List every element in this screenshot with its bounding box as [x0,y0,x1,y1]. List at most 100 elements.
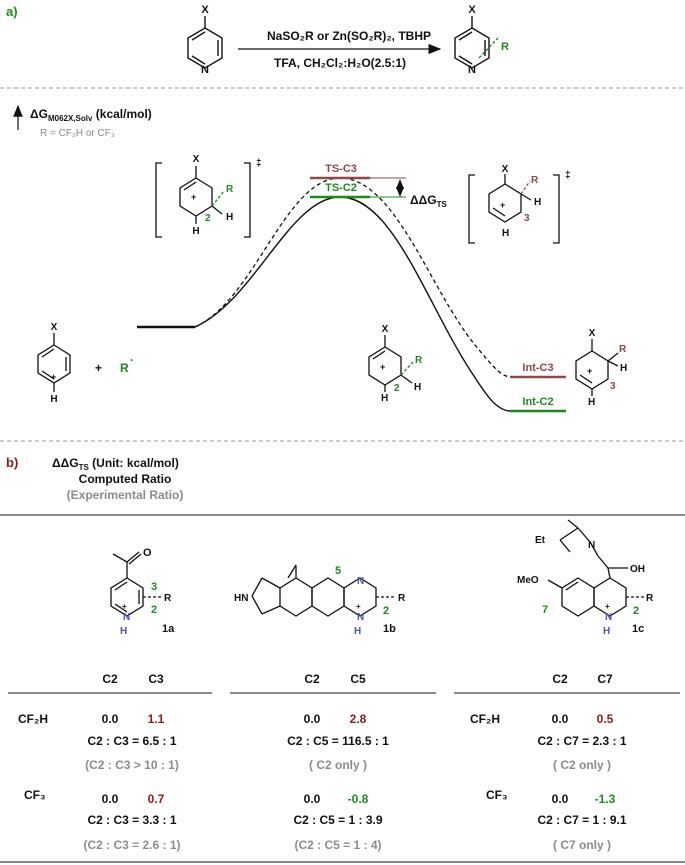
int-c2-pos: 2 [394,383,400,394]
ts-c2-structure [155,162,251,238]
1a-charge: + [122,602,127,611]
ratio-1c-cf2h: C2 : C7 = 2.3 : 1 [537,734,626,748]
1a-pos2: 2 [151,604,157,616]
int-c2-h: H [414,382,421,393]
pyridine-product [454,16,490,69]
row-1a-cf3-sub: CF₃ [24,788,46,802]
int-c3-r: R [619,344,627,355]
energy-axis-label: ΔGM062X,Solv (kcal/mol) [30,107,152,123]
radical-r: R [120,361,129,375]
product-r: R [501,41,509,53]
row-1c-cf2h-sub: CF₂H [470,712,500,726]
panel-b-label: b) [6,455,18,470]
ts-c3-charge: + [500,200,505,210]
val-1a-cf2h-c2: 0.0 [102,712,119,726]
1b-n-bottom: N [357,612,364,623]
int-c3-charge: + [587,366,592,376]
col-1c-c7: C7 [597,672,613,686]
reactant-ion-h: H [50,394,57,405]
ts-c3-dagger: ‡ [565,170,571,181]
reactant-x: X [201,4,209,16]
1c-h: H [603,626,610,637]
compound-1b-structure [251,564,377,617]
int-c2-structure [368,335,413,392]
val-1c-cf3-c7: -1.3 [595,792,616,806]
val-1c-cf2h-c2: 0.0 [552,712,569,726]
row-1a-cf2h-sub: CF₂H [18,712,48,726]
1b-r: R [398,593,406,604]
int-c2-x: X [382,324,389,335]
1a-r: R [164,593,172,604]
col-1c-c2: C2 [552,672,568,686]
exp-1c-cf3: ( C7 only ) [553,838,611,852]
1b-pos5: 5 [335,565,341,577]
row-1c-cf3-sub: CF₃ [486,788,508,802]
val-1b-cf3-c2: 0.0 [304,792,321,806]
ts-c3-x: X [502,164,509,175]
ts-c2-x: X [193,154,200,165]
col-1b-c2: C2 [304,672,320,686]
val-1a-cf2h-c3: 1.1 [148,712,165,726]
1c-charge: + [605,602,610,611]
product-x: X [468,4,476,16]
ts-c2-r: R [226,184,234,195]
ts-c3-structure [468,174,560,244]
int-c3-h: H [620,363,627,374]
ts-c2-h: H [192,226,199,237]
ts-c2-r-bond [211,190,225,207]
ts-c3-r: R [531,175,539,186]
int-c3-pos: 3 [610,381,616,392]
1b-hn: HN [234,593,248,604]
1b-pos2: 2 [383,605,389,617]
int-c2-r-bond [400,361,414,376]
c3-pathway-curve [194,177,511,378]
val-1b-cf2h-c2: 0.0 [304,712,321,726]
c2-pathway-curve [194,196,511,412]
exp-1a-cf2h: (C2 : C3 > 10 : 1) [85,758,179,772]
ts-c3-h2: H [502,228,509,239]
r-group-note: R = CF₂H or CF₃ [40,128,115,139]
val-1c-cf2h-c7: 0.5 [597,712,614,726]
ts-c3-pos: 3 [524,213,530,224]
exp-1a-cf3: (C2 : C3 = 2.6 : 1) [83,838,180,852]
1c-pos2: 2 [633,605,639,617]
col-1b-c5: C5 [350,672,366,686]
reagents-line-2: TFA, CH₂Cl₂:H₂O(2.5:1) [274,56,406,70]
reagents-line-1: NaSO₂R or Zn(SO₂R)₂, TBHP [267,29,431,43]
ts-c3-label: TS-C3 [325,163,357,175]
col-1a-c2: C2 [102,672,118,686]
int-c2-r: R [415,355,423,366]
product-r-bond [478,37,499,59]
val-1b-cf3-c5: -0.8 [348,792,369,806]
int-c2-nh: H [381,393,388,404]
val-1a-cf3-c3: 0.7 [148,792,165,806]
int-c3-x: X [589,328,596,339]
1b-h: H [354,626,361,637]
exp-1b-cf2h: ( C2 only ) [309,758,367,772]
ratio-1a-cf3: C2 : C3 = 3.3 : 1 [87,813,176,827]
1b-n-top: N [357,576,364,587]
val-1a-cf3-c2: 0.0 [102,792,119,806]
1c-meo: MeO [517,575,539,586]
1a-carbonyl-o: O [143,547,152,559]
compound-1c-label: 1c [632,623,644,635]
1c-pos7: 7 [542,604,548,616]
val-1c-cf3-c2: 0.0 [552,792,569,806]
experimental-ratio-label: (Experimental Ratio) [67,488,184,502]
plus-sign: + [95,361,102,375]
col-1a-c3: C3 [148,672,164,686]
ratio-1b-cf3: C2 : C5 = 1 : 3.9 [293,813,382,827]
1a-h: H [120,626,127,637]
computed-ratio-label: Computed Ratio [79,472,172,486]
ts-c3-h: H [534,197,541,208]
ts-c3-r-bond [520,180,531,195]
ratio-1b-cf2h: C2 : C5 = 116.5 : 1 [287,734,389,748]
ratio-1c-cf3: C2 : C7 = 1 : 9.1 [537,813,626,827]
ddg-ts-label: ΔΔGTS [410,193,447,209]
pyridine-reactant [187,16,223,69]
ts-c2-dagger: ‡ [256,158,262,169]
int-c3-structure [575,339,619,396]
1c-quinuclidine-n: N [588,540,595,551]
reactant-ion-charge: + [51,372,56,382]
